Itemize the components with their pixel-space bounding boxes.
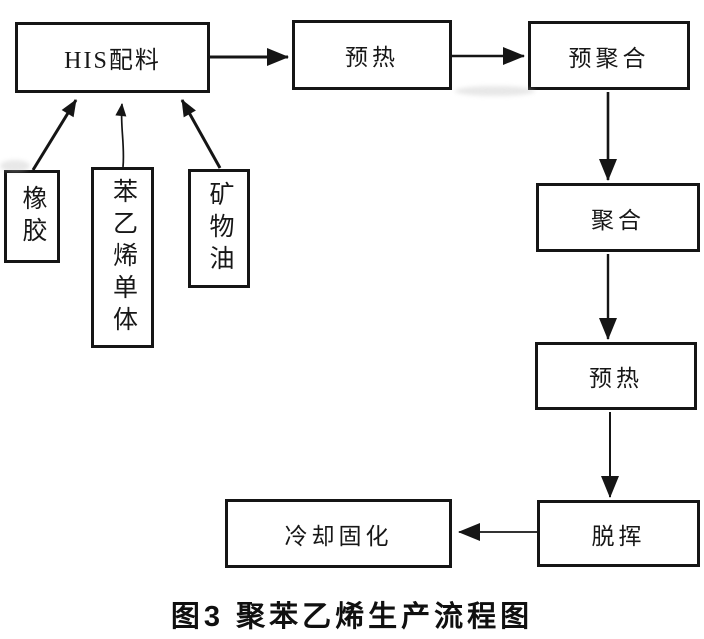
scan-smudge — [0, 160, 30, 172]
node-polymerization-label: 聚合 — [591, 207, 645, 233]
node-mineral-oil: 矿物油 — [188, 169, 250, 288]
arrow-oil-to-his — [180, 99, 222, 169]
node-rubber: 橡胶 — [4, 170, 60, 263]
node-prepolymerization-label: 预聚合 — [568, 45, 650, 71]
arrow-styrene-to-his — [115, 103, 127, 168]
arrow-rubber-to-his — [31, 99, 78, 171]
node-preheat-2: 预热 — [535, 342, 697, 410]
node-his-ingredients: HIS配料 — [15, 22, 210, 93]
node-his-ingredients-label: HIS配料 — [64, 48, 161, 74]
node-mineral-oil-label: 矿物油 — [206, 180, 233, 277]
node-preheat-2-label: 预热 — [589, 366, 643, 391]
node-devolatilization: 脱挥 — [537, 500, 700, 567]
node-polymerization: 聚合 — [536, 183, 700, 252]
node-prepolymerization: 预聚合 — [528, 21, 690, 90]
node-styrene-monomer: 苯乙烯单体 — [91, 167, 154, 348]
figure-caption: 图3 聚苯乙烯生产流程图 — [170, 601, 534, 633]
node-cooling-solidification: 冷却固化 — [225, 499, 452, 568]
node-rubber-label: 橡胶 — [19, 184, 46, 249]
node-preheat-1: 预热 — [292, 20, 452, 90]
node-preheat-1-label: 预热 — [345, 45, 399, 70]
node-devolatilization-label: 脱挥 — [591, 523, 646, 549]
node-cooling-solidification-label: 冷却固化 — [284, 523, 393, 549]
node-styrene-monomer-label: 苯乙烯单体 — [109, 177, 137, 338]
scan-smudge — [455, 86, 535, 96]
